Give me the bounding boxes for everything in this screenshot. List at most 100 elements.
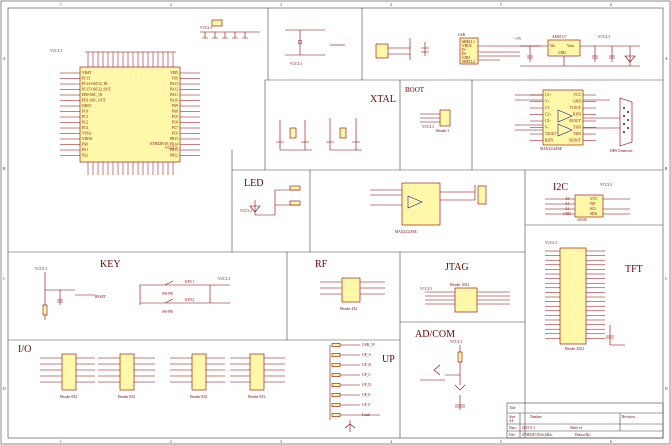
rf-ic-label: MAX3232ESE [395, 230, 418, 234]
key-vcc-label: VCC3.3 [35, 267, 47, 271]
rf-transceiver: MAX3232ESE [370, 182, 487, 234]
mcu-top-pins [85, 51, 176, 67]
section-title-boot: BOOT [405, 86, 425, 94]
crystals [276, 118, 362, 151]
up-net-label: UP_A [362, 353, 371, 357]
rs232-left-pin-label: R2IN [545, 139, 553, 143]
reset-circuit: VCC3.3 [285, 29, 345, 66]
up-net-label: UP_D [362, 383, 371, 387]
tft-header-pins [545, 250, 605, 339]
rs232-right-pin-label: R2OUT [569, 139, 581, 143]
i2c-pin-wp: WP [590, 202, 595, 206]
col-label-6: 6 [610, 3, 612, 7]
up-net-label: USB_5V [362, 343, 376, 347]
jtag-vcc-label: VCC3.3 [420, 287, 432, 291]
decoupling-caps: VCC3.3 [200, 19, 260, 39]
title-block-size-val: A4 [509, 419, 514, 423]
boot-header-label: Header 3 [436, 129, 449, 133]
key-circuit: RESET VCC3.3 SW-PB SW-PB KEY1 KEY2 VCC3.… [35, 267, 230, 320]
rs232-body [542, 89, 584, 146]
mcu-left-pin-label: VBAT [82, 71, 92, 75]
io-header-4 [249, 353, 265, 391]
mcu-chip: STM32F103 VBATPC13PC14-OSC32_INPC15-OSC3… [50, 49, 200, 175]
up-net-label: UP_C [362, 373, 371, 377]
col-label-bottom-5: 5 [500, 440, 502, 444]
section-title-xtal: XTAL [370, 94, 396, 105]
row-label-a: A [3, 57, 6, 61]
mcu-right-pin-label: PA13 [170, 82, 178, 86]
rs232-left-pin-label: V- [545, 126, 549, 130]
db9-connector: DB9 Connector [610, 97, 633, 153]
col-label-bottom-1: 1 [60, 440, 62, 444]
mcu-left-pin-label: PA2 [82, 154, 88, 158]
mcu-left-pin-label: PC0 [82, 110, 88, 114]
boot-vcc-label: VCC3.3 [422, 125, 434, 129]
rs232-left-pin-label: V+ [545, 100, 550, 104]
io-header-1-label: Header 8X2 [60, 395, 78, 399]
col-label-3: 3 [280, 3, 282, 7]
rf-ic-body [401, 182, 441, 226]
col-label-bottom-4: 4 [390, 440, 392, 444]
mcu-left-pin-label: PC3 [82, 126, 88, 130]
i2c-eeprom: 24C08 A0 A1 A2 GND VCC WP SCL SDA VCC3.3 [545, 183, 630, 222]
usb-pin-shell1: SHELL1 [462, 40, 475, 44]
section-title-jtag: JTAG [445, 262, 469, 273]
row-label-a-right: A [665, 57, 668, 61]
jtag-header: Header 10X2 VCC3.3 [420, 283, 510, 313]
rf-header-body [341, 277, 361, 303]
mcu-left-pin-label: VDDA [82, 137, 93, 141]
title-block-title: Title [509, 406, 516, 410]
mcu-vcc-label: VCC3.3 [50, 49, 62, 53]
up-resistor [331, 373, 341, 377]
rs232-right-pin-label: T1IN [573, 126, 581, 130]
section-title-io: I/O [18, 344, 31, 355]
boot-header: Header 3 VCC3.3 [420, 109, 451, 133]
adcom-circuit: VCC3.3 [420, 340, 466, 410]
col-label-5: 5 [500, 3, 502, 7]
regulator-vin: Vin [550, 44, 555, 48]
section-title-rf: RF [315, 259, 328, 270]
bat-connector [375, 38, 429, 60]
up-resistor [331, 343, 341, 347]
row-label-c: C [3, 277, 6, 281]
rs232-left-pin-label: C1+ [545, 93, 551, 97]
mcu-right-pin-label: VDD [170, 71, 178, 75]
title-block-revision: Revision [622, 415, 635, 419]
usb-pin-shell2: SHELL2 [462, 60, 475, 64]
section-dividers [8, 8, 663, 438]
rs232-left-pin-label: C2+ [545, 113, 551, 117]
mcu-right-pins: VDDVSSPA13PA12PA11PA10PA9PA8PC9PC8PC7PC6… [170, 71, 200, 158]
section-title-tft: TFT [625, 264, 643, 275]
rs232-left-pin-label: T2OUT [545, 132, 557, 136]
mcu-right-pin-label: PC9 [172, 115, 178, 119]
io-header-3-label: Header 8X2 [190, 395, 208, 399]
up-resistor [331, 353, 341, 357]
io-header-2 [119, 353, 135, 391]
up-net-label: UP_E [362, 393, 371, 397]
rf-header: Header 4X2 [320, 277, 385, 311]
rs232-right-pin-label: R1IN [573, 113, 581, 117]
mcu-right-pin-label: PC7 [172, 126, 178, 130]
mcu-left-pin-label: PD1-OSC_OUT [82, 99, 107, 103]
usb-connector: USB SHELL1 VBUS D- D+ GND SHELL2 [458, 33, 540, 65]
regulator: AMS1117 Vin Vout GND VCC3.3 +5V [515, 35, 640, 67]
row-label-d-right: D [665, 387, 668, 391]
key1-label: KEY1 [185, 280, 194, 284]
section-title-key: KEY [100, 259, 121, 270]
inner-border [7, 7, 664, 439]
rs232-left-pin-label: C1- [545, 106, 551, 110]
up-resistor [331, 393, 341, 397]
mcu-left-pin-label: PC15-OSC32_OUT [82, 88, 112, 92]
key-sw1-label: SW-PB [162, 292, 173, 296]
mcu-left-pin-label: PA0 [82, 143, 88, 147]
rs232-right-pin-label: VCC [574, 93, 582, 97]
mcu-right-pin-label: PC6 [172, 132, 178, 136]
mcu-vcc-label-2: VCC3.3 [165, 146, 177, 150]
title-block-date: Date: [509, 426, 517, 430]
decoupling-vcc-label: VCC3.3 [200, 26, 212, 30]
